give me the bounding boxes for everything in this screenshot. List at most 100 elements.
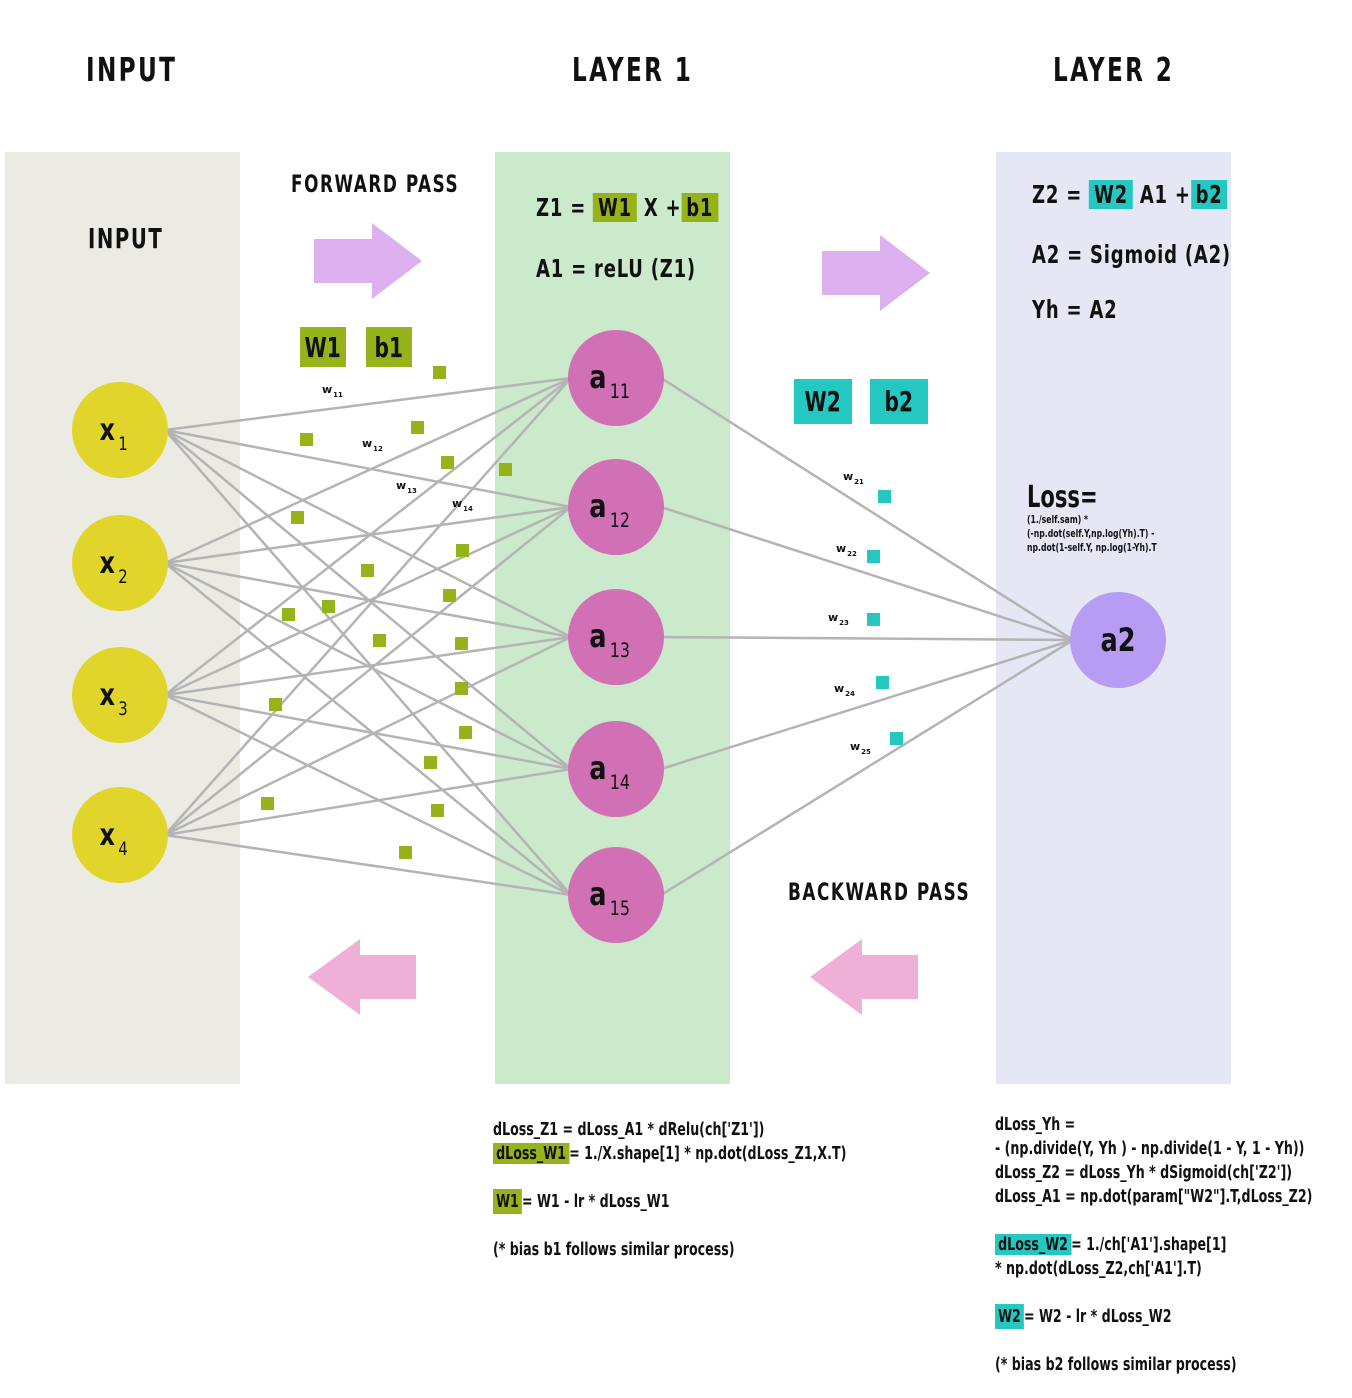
weight-marker-w2 — [867, 550, 880, 563]
w2-highlight: W2 — [1089, 180, 1133, 209]
weight-label-w2: w24 — [834, 682, 855, 698]
weight-marker-w2 — [867, 613, 880, 626]
layer1-connections — [164, 376, 572, 897]
z2-lhs: Z2 = — [1032, 180, 1083, 209]
weight-label-w1: w12 — [362, 437, 383, 453]
weight-marker-w1 — [456, 544, 469, 557]
w1-update-highlight: W1 — [493, 1189, 522, 1214]
b2-param-chip: b2 — [870, 379, 928, 424]
connection-line — [660, 635, 1074, 642]
forward-arrow-1 — [314, 223, 422, 299]
weight-markers — [261, 366, 903, 859]
spacer — [995, 1209, 1312, 1233]
bias-b1-note: (* bias b1 follows similar process) — [493, 1239, 735, 1260]
input-column-title: INPUT — [86, 50, 178, 89]
loss-line: (-np.dot(self.Y,np.log(Yh).T) - — [1027, 527, 1155, 540]
weight-label-w1: w14 — [452, 497, 473, 513]
weight-marker-w1 — [300, 433, 313, 446]
output-node — [1070, 592, 1166, 688]
connection-line — [660, 638, 1074, 897]
weight-marker-w2 — [876, 676, 889, 689]
connection-line — [164, 505, 572, 697]
input-node — [72, 787, 168, 883]
weight-marker-w1 — [459, 726, 472, 739]
backprop-layer2: dLoss_Yh = - (np.divide(Y, Yh ) - np.div… — [995, 1113, 1312, 1377]
backward-pass-label: BACKWARD PASS — [788, 878, 971, 906]
connection-line — [660, 638, 1074, 771]
layer1-equation-z1: Z1 = W1 X +b1 — [536, 193, 719, 222]
loss-line: np.dot(1-self.Y, np.log(1-Yh).T — [1027, 541, 1157, 554]
w2-param-chip: W2 — [794, 379, 852, 424]
loss-formula: (1./self.sam) * (-np.dot(self.Y,np.log(Y… — [1027, 513, 1157, 555]
layer2-connections — [660, 376, 1074, 897]
input-node — [72, 515, 168, 611]
forward-arrow-2 — [822, 235, 930, 311]
weight-marker-w1 — [269, 698, 282, 711]
forward-pass-label: FORWARD PASS — [291, 170, 460, 198]
weight-marker-w1 — [322, 600, 335, 613]
connection-line — [164, 767, 572, 837]
layer2-column-title: LAYER 2 — [1053, 50, 1175, 89]
connection-line — [164, 635, 572, 697]
connection-line — [660, 376, 1074, 642]
connection-line — [164, 429, 572, 896]
connection-line — [164, 376, 572, 432]
bias-b2-note: (* bias b2 follows similar process) — [995, 1354, 1237, 1375]
connection-line — [164, 377, 572, 696]
w1-param-chip: W1 — [300, 327, 346, 367]
connection-line — [164, 428, 572, 509]
backward-arrow-1 — [308, 939, 416, 1015]
weight-label-w1: w11 — [322, 383, 343, 399]
loss-title: Loss= — [1027, 480, 1098, 515]
spacer — [995, 1329, 1312, 1353]
connection-line — [660, 505, 1074, 642]
layer2-equation-yh: Yh = A2 — [1032, 295, 1118, 324]
b1-param-chip: b1 — [366, 327, 412, 367]
b1-highlight: b1 — [681, 193, 719, 222]
dloss-z1-line: dLoss_Z1 = dLoss_A1 * dRelu(ch['Z1']) — [493, 1119, 765, 1140]
weight-marker-w1 — [441, 456, 454, 469]
weight-marker-w1 — [399, 846, 412, 859]
input-node — [72, 382, 168, 478]
output-node-label: a2 — [1100, 621, 1135, 659]
w2-update-highlight: W2 — [995, 1304, 1024, 1329]
weight-label-w2: w25 — [850, 740, 871, 756]
dloss-yh-formula: - (np.divide(Y, Yh ) - np.divide(1 - Y, … — [995, 1138, 1305, 1159]
weight-label-w2: w21 — [843, 470, 864, 486]
backprop-layer1: dLoss_Z1 = dLoss_A1 * dRelu(ch['Z1']) dL… — [493, 1118, 846, 1262]
connection-line — [164, 376, 572, 565]
z1-mid: X + — [643, 193, 682, 222]
w2-update-line: W2= W2 - lr * dLoss_W2 — [995, 1304, 1312, 1329]
w1-update-line: W1= W1 - lr * dLoss_W1 — [493, 1189, 846, 1214]
spacer — [493, 1214, 846, 1238]
weight-marker-w2 — [890, 732, 903, 745]
hidden-node — [568, 589, 664, 685]
connection-line — [164, 428, 572, 639]
layer1-column-title: LAYER 1 — [572, 50, 694, 89]
hidden-node — [568, 847, 664, 943]
hidden-node — [568, 721, 664, 817]
loss-line: (1./self.sam) * — [1027, 513, 1089, 526]
spacer — [995, 1281, 1312, 1305]
weight-marker-w1 — [424, 756, 437, 769]
weight-label-w2: w22 — [836, 542, 857, 558]
weight-marker-w1 — [455, 682, 468, 695]
dloss-w1-highlight: dLoss_W1 — [493, 1143, 570, 1164]
weight-marker-w1 — [499, 463, 512, 476]
b2-highlight: b2 — [1190, 180, 1228, 209]
spacer — [493, 1166, 846, 1190]
connection-line — [164, 562, 572, 896]
connection-line — [164, 833, 572, 897]
weight-marker-w1 — [291, 511, 304, 524]
weight-marker-w1 — [443, 589, 456, 602]
hidden-node — [568, 330, 664, 426]
